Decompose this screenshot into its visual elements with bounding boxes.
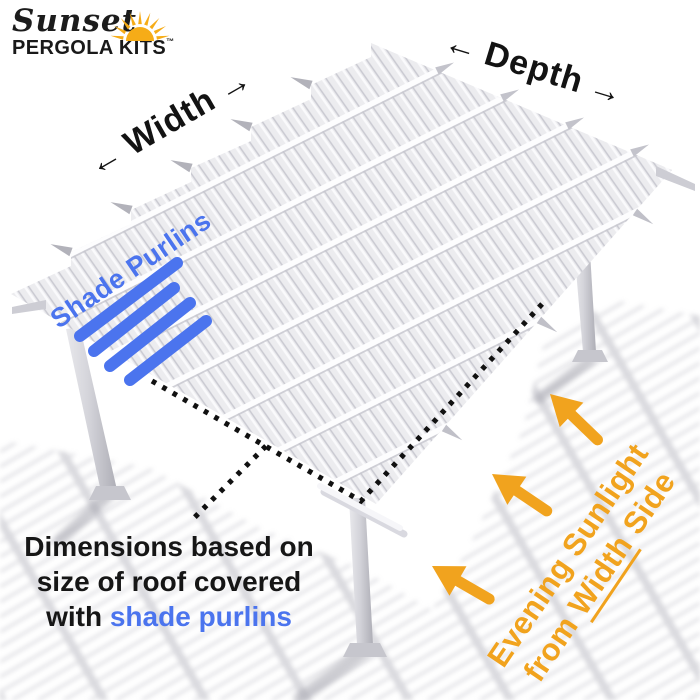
caption-line-2: size of roof covered [36, 566, 302, 597]
sun-icon [110, 11, 170, 41]
sunlight-arrow-icon [432, 566, 495, 605]
side-rail-ends [12, 166, 695, 314]
logo-script-name: Sunset [12, 3, 137, 39]
shade-purlin-highlights [74, 257, 212, 386]
roof-dimension-dotted-line [150, 301, 545, 523]
post-shadows [54, 354, 596, 700]
logo-brand-name: PERGOLA KITS [12, 37, 167, 59]
caption-line-1: Dimensions based on [24, 531, 314, 562]
front-beam-ends [317, 483, 408, 538]
dimensions-caption: Dimensions based on size of roof covered… [8, 529, 330, 634]
sunlight-arrow-icon [492, 474, 553, 517]
sunlight-arrows [432, 394, 603, 605]
rafter-tails-left [50, 77, 313, 257]
sunlight-arrow-icon [550, 394, 603, 446]
brand-logo: Sunset PERGOLA KITS™ [12, 6, 187, 60]
caption-line-3: with shade purlins [8, 599, 330, 634]
caption-shade-purlins-highlight: shade purlins [109, 601, 292, 632]
trademark-symbol: ™ [166, 37, 175, 46]
corbel-tails-right [441, 208, 654, 441]
rafter-tails-top-right [435, 62, 649, 157]
ground-shadow [0, 300, 700, 700]
caption-line-3-prefix: with [46, 601, 110, 632]
